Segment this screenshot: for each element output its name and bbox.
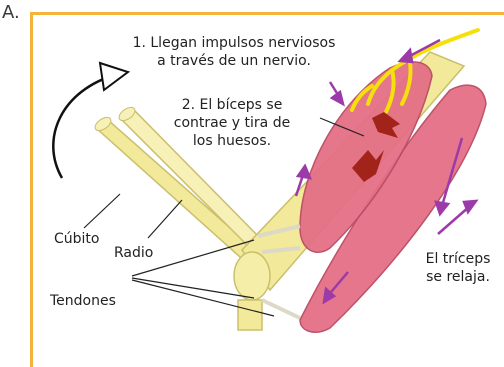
- contraction-arrow-down: [372, 112, 400, 138]
- step1-line2: a través de un nervio.: [157, 53, 311, 69]
- step2-line1: 2. El bíceps se: [181, 97, 283, 113]
- triceps-text: El tríceps se relaja.: [418, 250, 498, 286]
- leader-lines: [83, 117, 365, 317]
- tendons: [257, 224, 301, 320]
- label-tendones: Tendones: [50, 293, 116, 309]
- triceps-line1: El tríceps: [425, 251, 491, 267]
- step2-text: 2. El bíceps se contrae y tira de los hu…: [172, 96, 292, 150]
- contraction-arrow-up: [352, 150, 384, 182]
- label-cubito: Cúbito: [54, 231, 100, 247]
- step1-text: 1. Llegan impulsos nerviosos a través de…: [112, 34, 356, 70]
- diagram-frame: [30, 12, 504, 367]
- label-radio: Radio: [114, 245, 154, 261]
- panel-label: A.: [2, 2, 20, 23]
- motion-arrowhead: [98, 61, 131, 92]
- motion-arrow: [52, 72, 119, 179]
- forearm-bones: [94, 106, 264, 267]
- purple-arrows: [294, 38, 479, 305]
- step1-line1: 1. Llegan impulsos nerviosos: [132, 35, 336, 51]
- step2-line3: los huesos.: [192, 133, 272, 149]
- step2-line2: contrae y tira de: [173, 115, 291, 131]
- nerve: [350, 28, 480, 114]
- triceps-line2: se relaja.: [426, 269, 490, 285]
- lower-bone: [237, 299, 263, 331]
